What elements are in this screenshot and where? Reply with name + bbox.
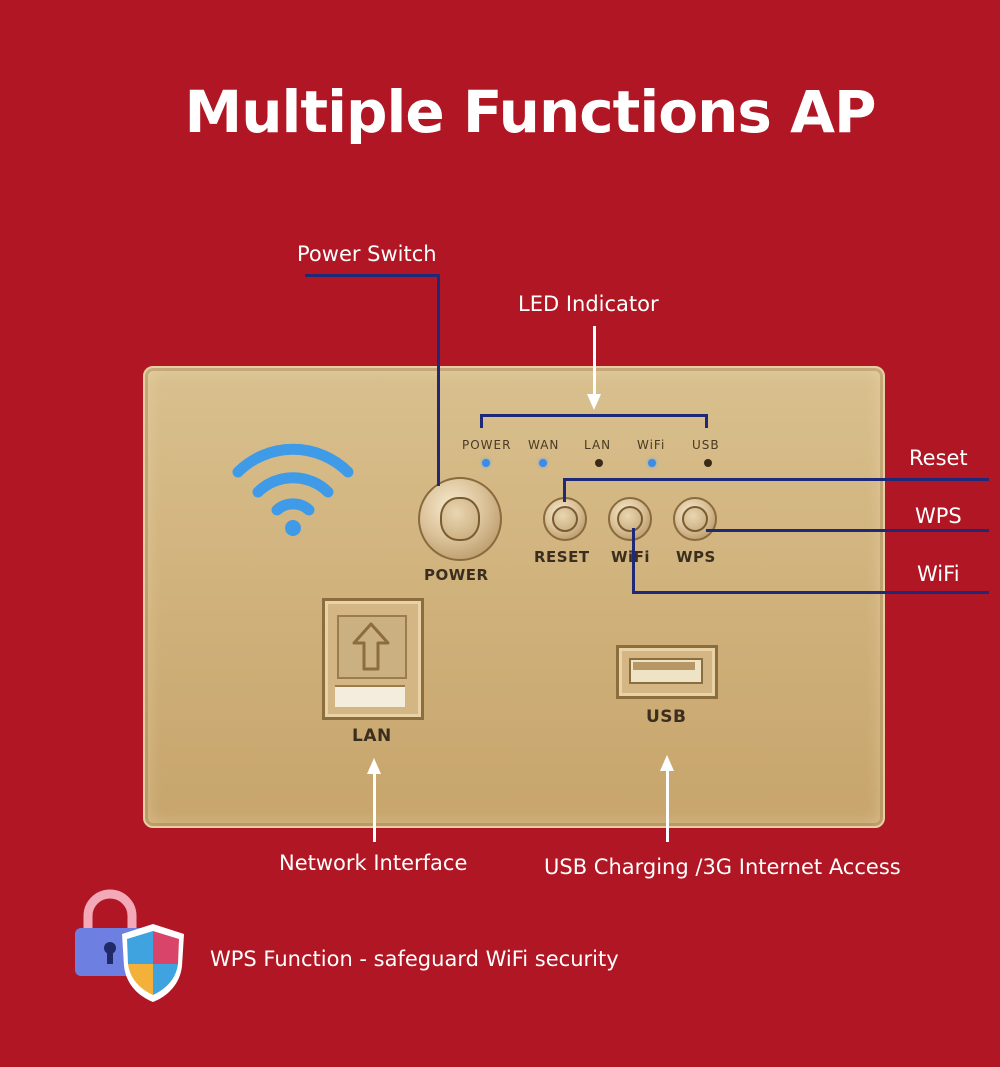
footer-text: WPS Function - safeguard WiFi security — [210, 947, 619, 971]
wps-label: WPS — [676, 548, 716, 566]
reset-callout-line-h — [563, 478, 989, 481]
lan-arrow-head — [367, 758, 381, 774]
led-lan — [595, 459, 603, 467]
wps-button[interactable] — [673, 497, 717, 541]
reset-callout: Reset — [909, 446, 968, 470]
usb-arrow-shaft — [666, 769, 669, 842]
wps-callout-line — [706, 529, 989, 532]
network-interface-callout: Network Interface — [279, 851, 468, 875]
led-arrow-head — [587, 394, 601, 410]
power-label: POWER — [424, 566, 489, 584]
power-callout-line-h — [305, 274, 439, 277]
led-label-power: POWER — [462, 438, 512, 452]
usb-arrow-head — [660, 755, 674, 771]
led-power — [482, 459, 490, 467]
lan-label: LAN — [352, 726, 392, 746]
led-bracket — [480, 414, 708, 417]
led-usb — [704, 459, 712, 467]
wall-panel — [143, 366, 885, 828]
wifi-callout: WiFi — [917, 562, 960, 586]
lan-arrow-shaft — [373, 772, 376, 842]
wps-callout: WPS — [915, 504, 962, 528]
led-label-wifi: WiFi — [637, 438, 666, 452]
power-callout-line-v — [437, 274, 440, 486]
usb-port[interactable] — [616, 645, 718, 699]
shield-icon — [122, 924, 184, 1002]
lan-port[interactable] — [322, 598, 424, 720]
wifi-label: WiFi — [611, 548, 651, 566]
led-label-usb: USB — [692, 438, 720, 452]
power-switch-callout: Power Switch — [297, 242, 437, 266]
led-label-wan: WAN — [528, 438, 560, 452]
led-arrow-shaft — [593, 326, 596, 396]
reset-button[interactable] — [543, 497, 587, 541]
led-wifi — [648, 459, 656, 467]
reset-label: RESET — [534, 548, 590, 566]
led-bracket-right — [705, 414, 708, 428]
wifi-button[interactable] — [608, 497, 652, 541]
led-wan — [539, 459, 547, 467]
led-bracket-left — [480, 414, 483, 428]
upload-arrow-icon — [352, 622, 390, 671]
wifi-icon — [232, 443, 354, 536]
led-indicator-callout: LED Indicator — [518, 292, 659, 316]
page-title: Multiple Functions AP — [184, 78, 877, 146]
reset-callout-line-v — [563, 478, 566, 502]
power-button[interactable] — [418, 477, 502, 561]
led-label-lan: LAN — [584, 438, 612, 452]
usb-label: USB — [646, 707, 687, 727]
wifi-callout-line-v — [632, 528, 635, 594]
usb-access-callout: USB Charging /3G Internet Access — [544, 855, 901, 879]
wifi-callout-line-h — [632, 591, 989, 594]
